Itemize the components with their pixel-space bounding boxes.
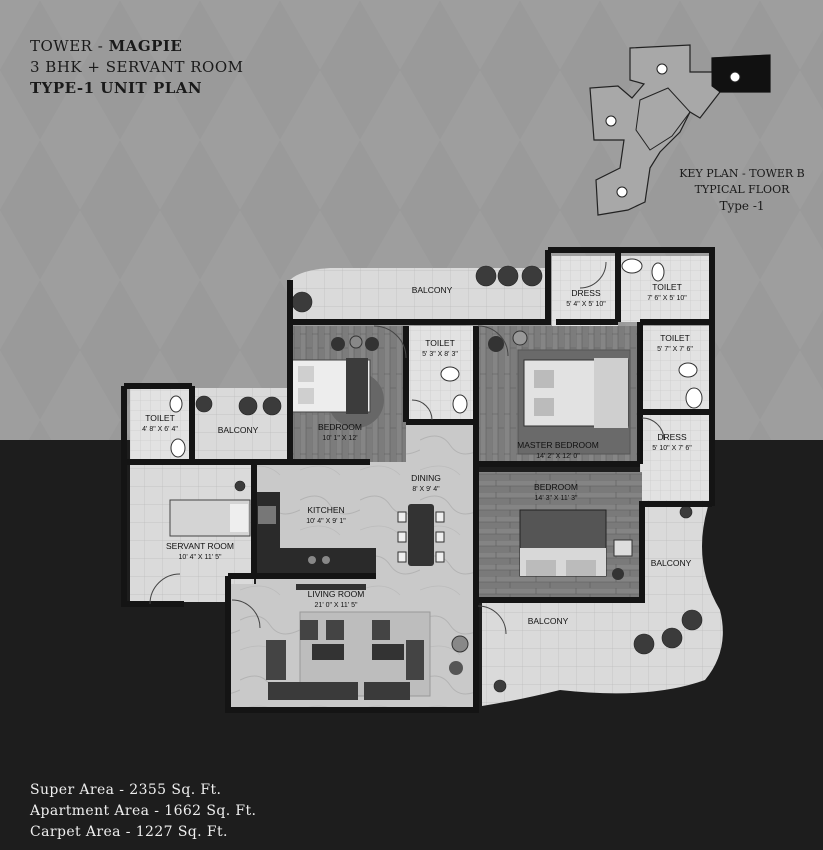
balcony-left-label: BALCONY: [218, 425, 259, 435]
dress-right-floor: [640, 414, 710, 500]
bedroom1-chairs: [331, 335, 379, 351]
dining-label: DINING: [411, 473, 441, 483]
dress-top-floor: [552, 256, 618, 326]
toilet-mid-dims: 5' 3" X 8' 3": [422, 351, 458, 358]
kitchen-counter: [256, 492, 376, 574]
tv-unit: [296, 584, 366, 590]
plants: [195, 265, 703, 693]
balcony-top-label: BALCONY: [412, 285, 453, 295]
servant-bed: [169, 499, 251, 537]
toilet-top-right-dims: 7' 6" X 5' 10": [647, 295, 687, 302]
walls: [121, 247, 715, 713]
servant-room-label: SERVANT ROOM: [166, 541, 234, 551]
toilet-mid-label: TOILET: [425, 338, 455, 348]
kitchen-label: KITCHEN: [307, 505, 344, 515]
dress-top-dims: 5' 4" X 5' 10": [566, 301, 606, 308]
key-plan-marker-1: [656, 63, 668, 75]
living-room-dims: 21' 0" X 11' 5": [315, 602, 358, 609]
dining-upper-floor: [406, 420, 478, 464]
unit-config: 3 BHK + SERVANT ROOM: [30, 58, 244, 76]
master-bedroom-dims: 14' 2" X 12' 0": [536, 453, 580, 460]
kitchen-dims: 10' 4" X 9' 1": [306, 518, 346, 525]
bedroom2-chairs: [612, 539, 633, 580]
living-side-table: [449, 661, 463, 675]
tower-name: MAGPIE: [108, 37, 183, 55]
bedroom1-dims: 10' 1" X 12': [322, 435, 357, 442]
toilet-right-label: TOILET: [660, 333, 690, 343]
bedroom2-dims: 14' 3" X 11' 3": [535, 495, 578, 502]
toilet-left-dims: 4' 8" X 6' 4": [142, 426, 178, 433]
key-plan-marker-3: [605, 115, 617, 127]
key-plan-title: KEY PLAN - TOWER B: [679, 167, 805, 180]
master-bedroom-label: MASTER BEDROOM: [517, 440, 599, 450]
dress-right-dims: 5' 10" X 7' 6": [652, 445, 692, 452]
toilet-top-right-label: TOILET: [652, 282, 682, 292]
door-swings: [149, 261, 665, 635]
key-plan-highlight: [711, 54, 771, 93]
master-bed: [523, 358, 629, 428]
plan-title: TOWER - MAGPIE 3 BHK + SERVANT ROOM TYPE…: [30, 36, 244, 99]
servant-room-dims: 10' 4" X 11' 5": [179, 554, 222, 561]
dining-table: [397, 504, 445, 566]
super-area: Super Area - 2355 Sq. Ft.: [30, 782, 222, 798]
key-plan-label: KEY PLAN - TOWER B TYPICAL FLOOR Type -1: [672, 166, 812, 214]
key-plan-marker-4: [616, 186, 628, 198]
key-plan-core: [635, 87, 691, 151]
apartment-area: Apartment Area - 1662 Sq. Ft.: [30, 803, 257, 819]
bedroom2-bed: [519, 509, 607, 577]
unit-plan-type: TYPE-1 UNIT PLAN: [30, 79, 203, 97]
key-plan-floor: TYPICAL FLOOR: [694, 183, 790, 196]
balcony-bottom-label: BALCONY: [528, 616, 569, 626]
key-plan-diagram: [589, 44, 771, 216]
key-plan-marker-2: [729, 71, 741, 83]
dress-right-label: DRESS: [657, 432, 687, 442]
area-summary: Super Area - 2355 Sq. Ft. Apartment Area…: [30, 780, 256, 843]
toilet-fixtures: [169, 258, 703, 458]
tower-prefix: TOWER -: [30, 37, 109, 55]
balcony-right-label: BALCONY: [651, 558, 692, 568]
dress-top-label: DRESS: [571, 288, 601, 298]
master-chairs: [488, 330, 528, 352]
bedroom1-bed: [291, 358, 371, 414]
key-plan-type: Type -1: [719, 199, 765, 213]
toilet-left-label: TOILET: [145, 413, 175, 423]
living-room-label: LIVING ROOM: [308, 589, 365, 599]
living-side-chair: [451, 635, 469, 653]
dining-dims: 8' X 9' 4": [412, 486, 440, 493]
toilet-right-dims: 5' 7" X 7' 6": [657, 346, 693, 353]
living-sofa: [266, 620, 424, 700]
carpet-area: Carpet Area - 1227 Sq. Ft.: [30, 824, 228, 840]
bedroom1-label: BEDROOM: [318, 422, 362, 432]
bedroom2-label: BEDROOM: [534, 482, 578, 492]
